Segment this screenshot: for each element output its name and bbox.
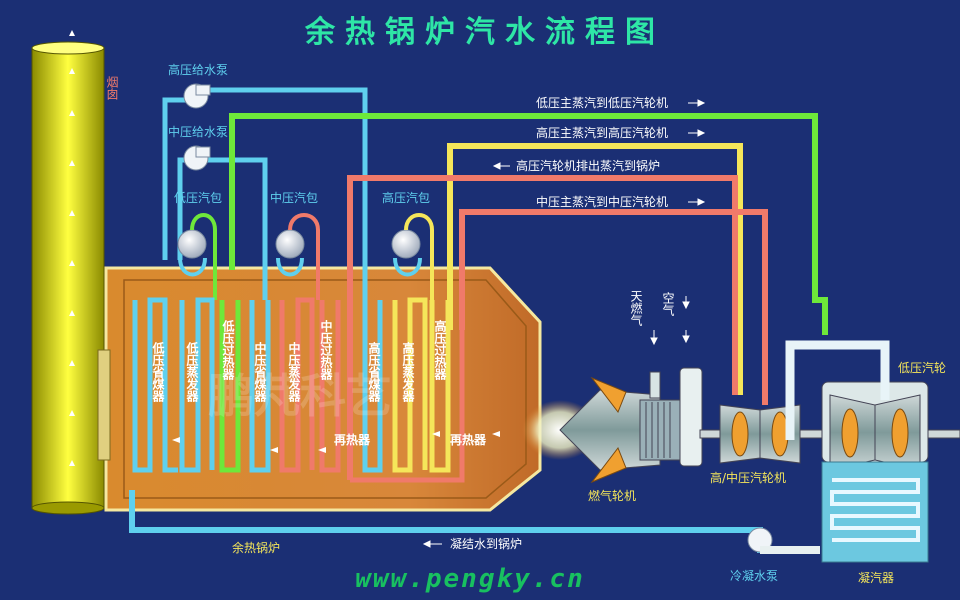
hp-superheater-coil [429, 300, 451, 473]
hp-economizer-coil [362, 300, 383, 473]
lp-turbine-label: 低压汽轮 [898, 360, 946, 375]
lp-economizer-label: 低压省煤器 [151, 341, 165, 403]
ip-evaporator-label: 中压蒸发器 [287, 341, 301, 403]
ip-feed-pump-label: 中压给水泵 [168, 124, 228, 139]
flue-gas-arrows [172, 431, 500, 453]
chimney-label: 烟囱 [105, 76, 119, 100]
reheater-1-label: 再热器 [334, 432, 371, 447]
condenser-label: 凝汽器 [858, 570, 894, 585]
lp-superheater-coil [219, 300, 241, 473]
boiler-coils [132, 297, 465, 483]
hp-ip-turbine-label: 高/中压汽轮机 [710, 470, 786, 485]
hp-economizer-label: 高压省煤器 [367, 341, 381, 403]
lp-economizer-coil [132, 297, 178, 473]
chimney [31, 30, 105, 515]
hp-evaporator-label: 高压蒸发器 [401, 341, 415, 403]
natural-gas-label: 天燃气 [629, 290, 643, 326]
ip-steam-pipe [459, 209, 768, 405]
hp-feed-pump-label: 高压给水泵 [168, 62, 228, 77]
hp-feed-water-pipe [162, 87, 368, 300]
ip-economizer-label: 中压省煤器 [253, 341, 267, 403]
lp-steam-pipe [229, 113, 828, 335]
reheater-2-label: 再热器 [450, 432, 487, 447]
gas-turbine-label: 燃气轮机 [588, 488, 636, 503]
ip-drum-label: 中压汽包 [270, 190, 318, 205]
hrsg-label: 余热锅炉 [232, 540, 280, 555]
condensate-flow-label: 凝结水到锅炉 [450, 536, 522, 551]
gas-turbine [522, 367, 703, 484]
website-footer: www.pengky.cn [355, 564, 585, 594]
ip-steam-flow-label: 中压主蒸汽到中压汽轮机 [536, 194, 668, 209]
diagram-title: 余热锅炉汽水流程图 [304, 15, 665, 50]
condensate-flow-arrow [422, 540, 442, 548]
hp-steam-pipe [447, 143, 743, 395]
condensate-pump-label: 冷凝水泵 [730, 568, 778, 583]
lp-superheater-label: 低压过热器 [221, 319, 235, 381]
flow-direction-arrows [492, 99, 706, 206]
lp-evaporator-coil [179, 297, 215, 473]
condensate-pump [747, 527, 820, 554]
ip-evaporator-coil [279, 297, 315, 473]
hp-steam-flow-label: 高压主蒸汽到高压汽轮机 [536, 125, 668, 140]
lp-turbine-inlet-pipe [785, 340, 890, 440]
lp-drum-label: 低压汽包 [174, 190, 222, 205]
ip-feed-pump [183, 145, 211, 171]
ip-drum [275, 213, 320, 300]
input-arrows [650, 296, 690, 346]
hp-evaporator-coil [392, 297, 428, 473]
lp-turbine [821, 381, 929, 471]
watermark: 鹏芃科艺 [208, 369, 392, 423]
hp-drum-label: 高压汽包 [382, 190, 430, 205]
ip-superheater-label: 中压过热器 [319, 319, 333, 381]
lp-steam-flow-label: 低压主蒸汽到低压汽轮机 [536, 95, 668, 110]
hp-exhaust-pipe [347, 175, 738, 480]
lp-drum [177, 213, 217, 300]
hp-exhaust-flow-label: 高压汽轮机排出蒸汽到锅炉 [516, 158, 660, 173]
chimney-flow-arrows [69, 30, 75, 466]
lp-evaporator-label: 低压蒸发器 [185, 341, 199, 403]
reheater-coil [350, 330, 465, 483]
ip-economizer-coil [249, 300, 271, 473]
hp-feed-pump [183, 83, 211, 109]
ip-superheater-coil [319, 300, 341, 473]
air-label: 空气 [661, 292, 675, 316]
hp-drum [391, 213, 434, 300]
hp-superheater-label: 高压过热器 [433, 319, 447, 381]
condenser [821, 461, 929, 563]
